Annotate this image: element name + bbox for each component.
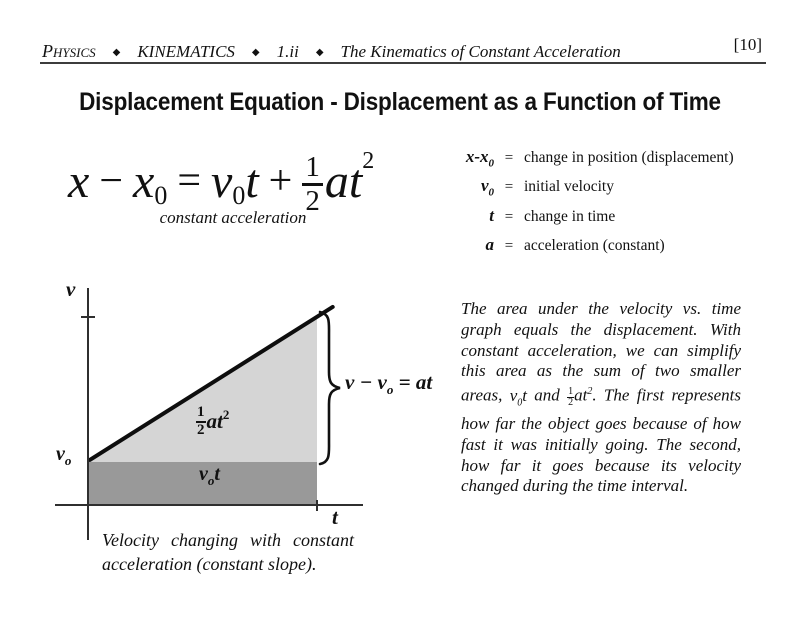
paragraph-text: The area under the velocity vs. time gra… <box>461 299 741 405</box>
def-symbol: x-x0 <box>465 147 494 170</box>
header-rule <box>40 62 766 64</box>
def-symbol: v0 <box>480 176 494 199</box>
def-equals: = <box>504 179 514 196</box>
header-unit: KINEMATICS <box>137 42 235 61</box>
header-course: Physics <box>42 41 96 61</box>
def-text: acceleration (constant) <box>524 237 665 255</box>
page-title: Displacement Equation - Displacement as … <box>79 88 721 116</box>
y-axis-label: v <box>66 277 76 301</box>
triangle-label-at: at <box>206 409 223 434</box>
def-equals: = <box>504 238 514 255</box>
x-axis-tick <box>316 500 318 511</box>
def-text: change in time <box>524 207 616 225</box>
paragraph-at-sup: 2 <box>587 386 593 398</box>
def-symbol: a <box>485 235 495 255</box>
def-symbol: t <box>489 205 494 225</box>
paragraph-text: and <box>527 385 568 405</box>
diamond-icon: ◆ <box>315 47 324 58</box>
v0-axis-label: vo <box>56 443 72 468</box>
def-equals: = <box>504 208 514 225</box>
triangle-label: 1 2 at 2 <box>196 404 230 439</box>
eq-t: t <box>245 154 259 208</box>
eq-at: at <box>324 154 363 208</box>
explanation-paragraph: The area under the velocity vs. time gra… <box>461 299 741 497</box>
eq-x: x <box>68 154 90 208</box>
variable-definitions: x-x0 = change in position (displacement)… <box>436 147 734 258</box>
eq-x0-base: x <box>133 154 155 208</box>
eq-v0-sub: 0 <box>232 181 246 210</box>
y-axis <box>87 288 89 540</box>
eq-at-sup: 2 <box>362 147 375 174</box>
rectangle-area-v0t <box>89 462 317 505</box>
paragraph-at: at <box>574 385 588 405</box>
paragraph-text: . The first represents how far the objec… <box>461 385 742 496</box>
triangle-label-fraction: 1 2 <box>196 404 206 438</box>
y-axis-tick <box>81 316 95 318</box>
paragraph-v0t: v0t <box>509 385 527 409</box>
eq-x0-sub: 0 <box>154 181 168 210</box>
eq-fraction: 1 2 <box>302 152 323 216</box>
eq-minus: − <box>99 158 123 204</box>
header-section: 1.ii <box>276 42 299 61</box>
def-text: initial velocity <box>524 178 614 196</box>
diamond-icon: ◆ <box>112 47 121 58</box>
header-topic: The Kinematics of Constant Acceleration <box>340 42 621 61</box>
graph-caption: Velocity changing with constant accelera… <box>102 530 354 574</box>
eq-plus: + <box>268 158 293 204</box>
eq-frac-num: 1 <box>302 152 323 186</box>
diamond-icon: ◆ <box>251 47 260 58</box>
def-equals: = <box>504 150 514 166</box>
def-text: change in position (displacement) <box>524 149 734 166</box>
eq-v0-base: v <box>211 154 233 208</box>
x-axis-label: t <box>332 505 338 529</box>
x-axis <box>55 504 363 506</box>
eq-equals: = <box>177 158 201 204</box>
eq-frac-den: 2 <box>305 184 320 217</box>
displacement-equation: x − x 0 = v 0 t + 1 2 at 2 <box>68 136 374 226</box>
rectangle-label: vot <box>199 463 220 488</box>
brace-equation-label: v − vo = at <box>345 370 433 398</box>
page-header: Physics ◆ KINEMATICS ◆ 1.ii ◆ The Kinema… <box>42 41 621 62</box>
brace-icon <box>318 310 341 466</box>
triangle-label-sup: 2 <box>222 406 230 422</box>
equation-caption: constant acceleration <box>159 208 307 227</box>
page-number: [10] <box>733 35 762 54</box>
